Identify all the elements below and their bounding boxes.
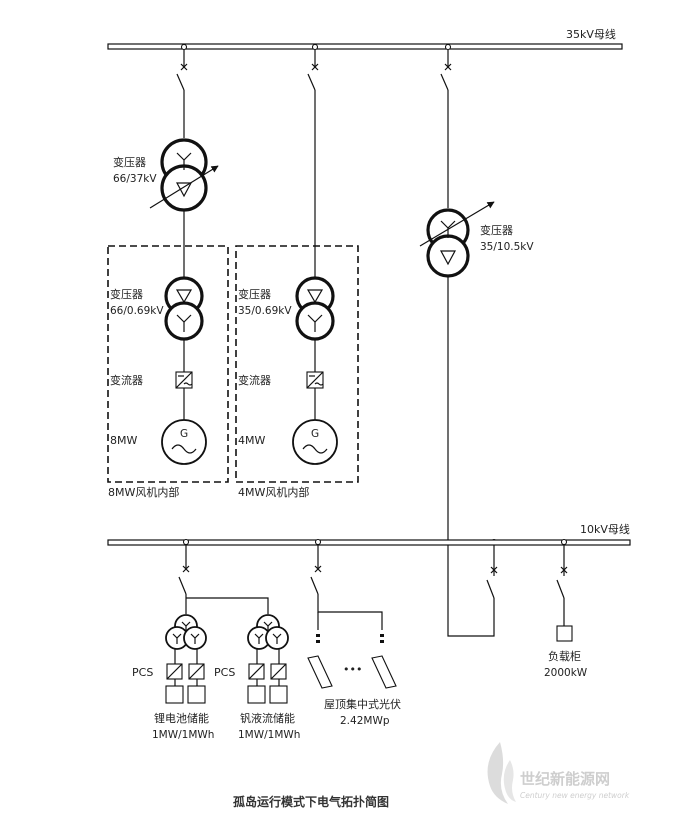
vanadium-storage-rating: 1MW/1MWh (238, 729, 300, 741)
wind-8mw-rating: 8MW (110, 434, 137, 447)
breaker-x-icon (311, 63, 319, 71)
switch-icon (310, 576, 319, 595)
switch-icon (486, 579, 495, 599)
load-name: 负载柜 (548, 649, 581, 663)
lithium-storage-rating: 1MW/1MWh (152, 729, 214, 741)
lithium-storage-name: 锂电池储能 (154, 711, 209, 725)
battery-cell-icon (165, 685, 206, 704)
watermark-en: Century new energy network (520, 791, 630, 800)
feeder-8mw-wind: 变压器 66/37kV 8MW风机内部 变压器 66/0.69kV 变流器 (107, 43, 229, 499)
wye-icon (263, 621, 273, 632)
feeder-tie-35-10kv: 变压器 35/10.5kV (419, 43, 534, 637)
transformer-35-105kv (419, 201, 495, 278)
switch-icon (307, 73, 316, 91)
pcs-label-lithium: PCS (132, 666, 153, 679)
pcs-label-vanadium: PCS (214, 666, 235, 679)
wind-8mw-transformer-ratio: 66/0.69kV (110, 305, 164, 317)
wye-icon (190, 633, 200, 644)
diagram-caption: 孤岛运行模式下电气拓扑简图 (233, 794, 389, 809)
vanadium-storage-name: 钒液流储能 (240, 711, 295, 725)
generator-8mw: G (161, 419, 207, 465)
pcs-converter-icon (248, 663, 287, 680)
breaker-x-icon (180, 63, 188, 71)
wind-8mw-transformer-name: 变压器 (110, 287, 143, 301)
transformer-main-ratio: 66/37kV (113, 173, 157, 185)
pv-ellipsis: ••• (343, 663, 362, 676)
load-rating: 2000kW (544, 667, 588, 679)
tap-changer-arrow-icon (149, 165, 219, 209)
generator-4mw: G (292, 419, 338, 465)
tap-changer-arrow-icon (419, 201, 495, 247)
transformer-35-069kv (295, 276, 335, 341)
bus-35kv: 35kV母线 (107, 27, 623, 50)
pv-name: 屋顶集中式光伏 (324, 697, 401, 711)
bus-35kv-label: 35kV母线 (566, 27, 616, 41)
generator-symbol: G (311, 428, 319, 440)
bus-10kv: 10kV母线 (107, 522, 631, 546)
wye-icon (172, 633, 182, 644)
converter-icon (175, 371, 193, 389)
wye-icon (181, 621, 191, 632)
feeder-load: 负载柜 2000kW (544, 538, 588, 679)
transformer-3winding-vanadium (247, 614, 289, 650)
pcs-converter-icon (166, 663, 205, 680)
delta-icon (439, 250, 457, 266)
wind-4mw-rating: 4MW (238, 434, 265, 447)
wind-8mw-converter: 变流器 (110, 373, 143, 387)
converter-icon (306, 371, 324, 389)
transformer-66-37kv (149, 138, 219, 212)
wind-8mw-box-label: 8MW风机内部 (108, 485, 179, 499)
wind-4mw-box-label: 4MW风机内部 (238, 485, 309, 499)
generator-symbol: G (180, 428, 188, 440)
transformer-main-name: 变压器 (113, 155, 146, 169)
breaker-x-icon (560, 566, 568, 574)
wye-icon (254, 633, 264, 644)
wye-icon (176, 314, 192, 332)
bus-10kv-label: 10kV母线 (580, 522, 630, 536)
watermark-name: 世纪新能源网 (520, 770, 610, 788)
transformer-3winding-lithium (165, 614, 207, 650)
sine-wave-icon (171, 444, 197, 454)
delta-icon (175, 289, 193, 304)
watermark-flame-icon (487, 742, 508, 804)
breaker-x-icon (182, 565, 190, 573)
delta-icon (306, 289, 324, 304)
switch-icon (176, 73, 185, 91)
breaker-x-icon (444, 63, 452, 71)
pv-panel-icon (307, 655, 397, 689)
feeder-pv: ••• 屋顶集中式光伏 2.42MWp (307, 538, 401, 727)
load-cabinet-icon (556, 625, 573, 642)
wind-4mw-transformer-ratio: 35/0.69kV (238, 305, 292, 317)
wind-8mw-box (107, 245, 229, 483)
wye-icon (176, 152, 192, 170)
wye-icon (272, 633, 282, 644)
battery-cell-icon (247, 685, 288, 704)
sine-wave-icon (302, 444, 328, 454)
feeder-storage: PCS 锂电池储能 1MW/1MWh (132, 538, 300, 741)
wind-4mw-converter: 变流器 (238, 373, 271, 387)
transformer-right-ratio: 35/10.5kV (480, 241, 534, 253)
transformer-66-069kv (164, 276, 204, 341)
transformer-right-name: 变压器 (480, 223, 513, 237)
wye-icon (307, 314, 323, 332)
watermark: 世纪新能源网 Century new energy network (487, 742, 630, 804)
switch-icon (556, 579, 565, 599)
pv-rating: 2.42MWp (340, 715, 390, 727)
fuse-dots-icon (316, 634, 384, 643)
wind-4mw-transformer-name: 变压器 (238, 287, 271, 301)
switch-icon (178, 576, 187, 595)
feeder-4mw-wind: 4MW风机内部 变压器 35/0.69kV 变流器 G 4MW (235, 43, 359, 499)
wind-4mw-box (235, 245, 359, 483)
breaker-x-icon (314, 565, 322, 573)
switch-icon (440, 73, 449, 91)
